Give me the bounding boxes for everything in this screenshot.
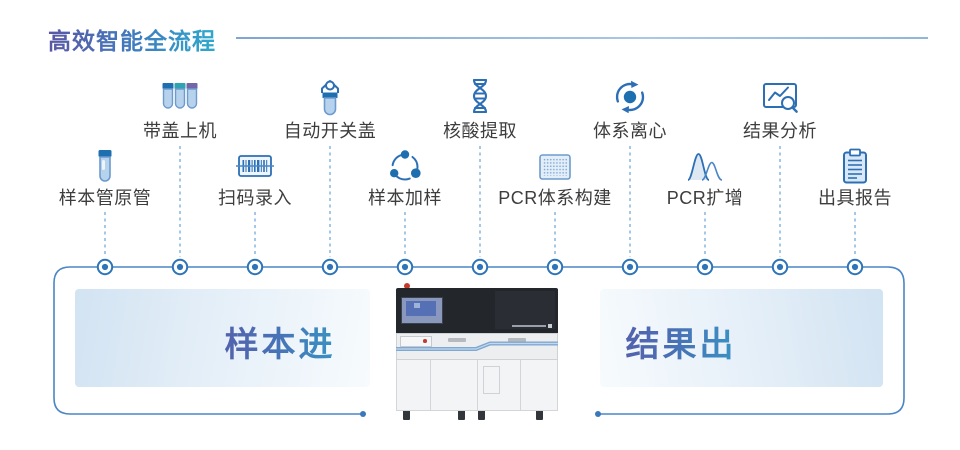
instrument-control-panel xyxy=(400,336,432,347)
sample-in-panel xyxy=(75,289,370,387)
timeline-node-ring xyxy=(171,258,189,276)
timeline-node-ring xyxy=(771,258,789,276)
flow-endpoint-right xyxy=(595,411,601,417)
step-connector-line xyxy=(479,146,481,257)
step-connector-line xyxy=(404,212,406,257)
step-connector-line xyxy=(704,212,706,257)
instrument-emergency-button xyxy=(404,283,410,289)
timeline-node-dot xyxy=(251,263,259,271)
step-connector-line xyxy=(554,212,556,257)
step-label: 样本管原管 xyxy=(58,188,152,208)
instrument-top-housing xyxy=(396,288,558,333)
timeline-node-ring xyxy=(321,258,339,276)
step-label: 样本加样 xyxy=(368,188,442,208)
instrument-blue-stripe xyxy=(396,341,558,351)
timeline-node-dot xyxy=(176,263,184,271)
capped-tubes-icon xyxy=(158,75,202,119)
timeline-node-dot xyxy=(851,263,859,271)
flow-endpoint-left xyxy=(360,411,366,417)
amplification-curve-icon xyxy=(683,145,727,189)
page-title: 高效智能全流程 xyxy=(48,22,216,56)
timeline-node-ring xyxy=(396,258,414,276)
instrument-touchscreen xyxy=(401,297,443,324)
timeline-node-dot xyxy=(776,263,784,271)
pcr-plate-icon xyxy=(533,145,577,189)
step-label: 自动开关盖 xyxy=(283,121,377,141)
timeline-node-ring xyxy=(96,258,114,276)
timeline-node-dot xyxy=(626,263,634,271)
step-label: PCR扩增 xyxy=(666,188,744,208)
timeline-node-ring xyxy=(546,258,564,276)
timeline-node-dot xyxy=(701,263,709,271)
step-label: 扫码录入 xyxy=(218,188,292,208)
step-connector-line xyxy=(179,146,181,257)
pcr-analyzer-instrument xyxy=(396,283,558,420)
dna-extraction-icon xyxy=(458,75,502,119)
step-connector-line xyxy=(329,146,331,257)
auto-decap-icon xyxy=(308,75,352,119)
sample-in-label: 样本进 xyxy=(180,317,380,366)
timeline-node-dot xyxy=(551,263,559,271)
timeline-node-ring xyxy=(846,258,864,276)
timeline-node-ring xyxy=(696,258,714,276)
step-label: 体系离心 xyxy=(593,121,667,141)
sample-dispense-icon xyxy=(383,145,427,189)
cabinet-inset xyxy=(483,366,500,394)
timeline-node-dot xyxy=(401,263,409,271)
barcode-scan-icon xyxy=(233,145,277,189)
drawer-handle xyxy=(508,338,526,342)
instrument-hood-panel xyxy=(495,291,555,329)
timeline-node-ring xyxy=(246,258,264,276)
step-connector-line xyxy=(104,212,106,257)
step-connector-line xyxy=(254,212,256,257)
instrument-foot xyxy=(536,411,543,420)
centrifuge-icon xyxy=(608,75,652,119)
step-label: PCR体系构建 xyxy=(498,188,612,208)
step-label: 核酸提取 xyxy=(443,121,517,141)
timeline-node-dot xyxy=(101,263,109,271)
timeline-node-dot xyxy=(326,263,334,271)
instrument-logo xyxy=(512,325,546,327)
instrument-cabinet xyxy=(396,360,558,411)
result-out-label: 结果出 xyxy=(581,317,781,366)
drawer-handle xyxy=(448,338,466,342)
step-label: 带盖上机 xyxy=(143,121,217,141)
timeline-node-dot xyxy=(476,263,484,271)
instrument-foot xyxy=(478,411,485,420)
step-connector-line xyxy=(629,146,631,257)
result-out-panel xyxy=(600,289,883,387)
step-connector-line xyxy=(779,146,781,257)
report-icon xyxy=(833,145,877,189)
timeline-node-ring xyxy=(471,258,489,276)
step-label: 出具报告 xyxy=(818,188,892,208)
result-analysis-icon xyxy=(758,75,802,119)
step-connector-line xyxy=(854,212,856,257)
instrument-foot xyxy=(458,411,465,420)
sample-tube-icon xyxy=(83,145,127,189)
step-label: 结果分析 xyxy=(743,121,817,141)
instrument-foot xyxy=(403,411,410,420)
timeline-node-ring xyxy=(621,258,639,276)
title-divider-line xyxy=(236,37,928,39)
